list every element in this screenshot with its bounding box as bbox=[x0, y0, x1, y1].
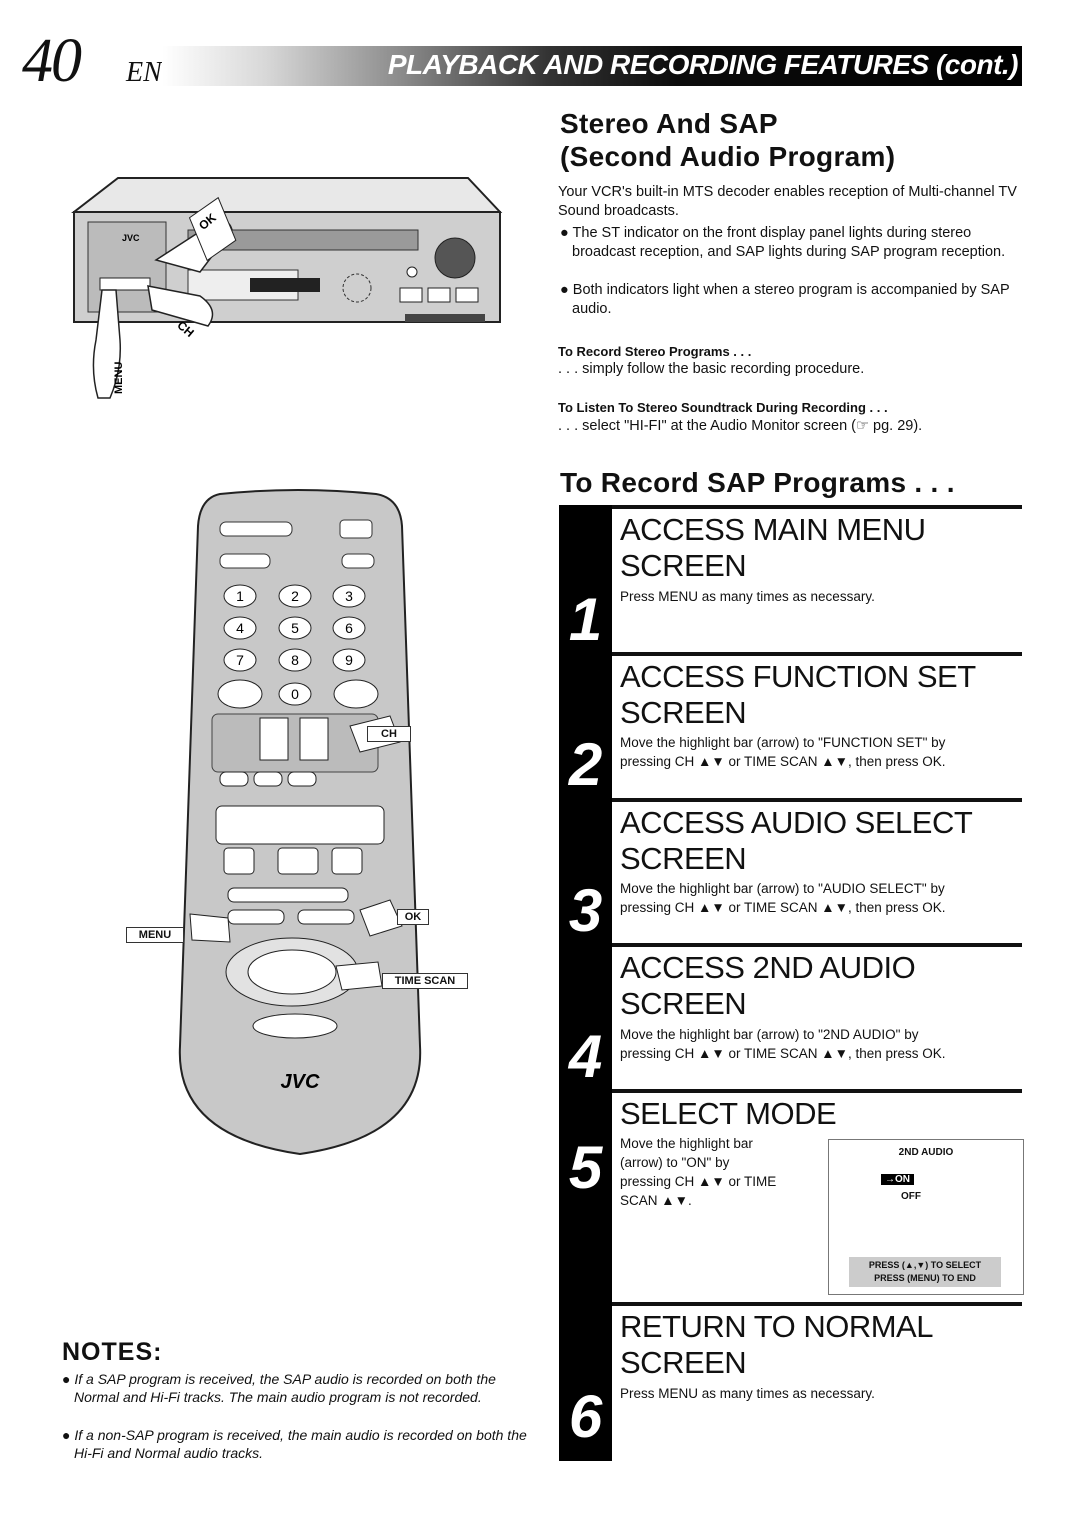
step-3-number: 3 bbox=[568, 877, 603, 944]
step-4-title-1: ACCESS 2ND AUDIO bbox=[620, 950, 916, 985]
remote-menu-label: MENU bbox=[126, 927, 184, 943]
stereo-title-1: Stereo And SAP bbox=[560, 108, 778, 139]
step-rule bbox=[612, 505, 1022, 509]
stereo-bullet-1: ● The ST indicator on the front display … bbox=[560, 225, 1006, 260]
listen-heading: To Listen To Stereo Soundtrack During Re… bbox=[558, 400, 888, 415]
step-5-title: SELECT MODE bbox=[620, 1096, 837, 1131]
stereo-intro: Your VCR's built-in MTS decoder enables … bbox=[558, 184, 1017, 219]
language-tag: EN bbox=[126, 57, 162, 88]
step-6-title-2: SCREEN bbox=[620, 1345, 747, 1380]
remote-brand: JVC bbox=[281, 1071, 320, 1093]
key-2: 2 bbox=[291, 588, 299, 604]
step-6-title-1: RETURN TO NORMAL bbox=[620, 1309, 933, 1344]
key-4: 4 bbox=[236, 620, 244, 636]
step-rule bbox=[612, 798, 1022, 802]
step-2-title-1: ACCESS FUNCTION SET bbox=[620, 659, 976, 694]
step-4-text-2: pressing CH ▲▼ or TIME SCAN ▲▼, then pre… bbox=[620, 1046, 946, 1061]
vcr-illustration: JVC OK CH MENU bbox=[71, 177, 503, 399]
step-1-title-1: ACCESS MAIN MENU bbox=[620, 512, 926, 547]
osd-off-option: OFF bbox=[901, 1191, 921, 1202]
osd-on-option: →ON bbox=[881, 1174, 914, 1185]
step-1-title-2: SCREEN bbox=[620, 548, 747, 583]
step-5-text-1: Move the highlight bar bbox=[620, 1136, 753, 1151]
header-bar bbox=[162, 46, 1022, 86]
step-5-text-2: (arrow) to "ON" by bbox=[620, 1155, 730, 1170]
step-4-number: 4 bbox=[568, 1023, 603, 1090]
stereo-title-2: (Second Audio Program) bbox=[560, 141, 896, 172]
key-7: 7 bbox=[236, 652, 244, 668]
step-2-number: 2 bbox=[568, 731, 603, 798]
key-8: 8 bbox=[291, 652, 299, 668]
step-rule bbox=[612, 652, 1022, 656]
step-1-number: 1 bbox=[568, 586, 603, 653]
note-2: ● If a non-SAP program is received, the … bbox=[62, 1427, 527, 1461]
key-1: 1 bbox=[236, 588, 244, 604]
remote-ok-label: OK bbox=[397, 909, 429, 925]
step-sidebar bbox=[559, 505, 612, 1461]
step-3-title-2: SCREEN bbox=[620, 841, 747, 876]
step-2-title-2: SCREEN bbox=[620, 695, 747, 730]
step-3-text-1: Move the highlight bar (arrow) to "AUDIO… bbox=[620, 881, 945, 896]
key-5: 5 bbox=[291, 620, 299, 636]
stereo-bullet-2: ● Both indicators light when a stereo pr… bbox=[560, 282, 1010, 317]
record-stereo-heading: To Record Stereo Programs . . . bbox=[558, 344, 752, 359]
step-6-text: Press MENU as many times as necessary. bbox=[620, 1386, 875, 1401]
step-5-text-4: SCAN ▲▼. bbox=[620, 1193, 692, 1208]
step-5-text-3: pressing CH ▲▼ or TIME bbox=[620, 1174, 777, 1189]
osd-instructions: PRESS (▲,▼) TO SELECT PRESS (MENU) TO EN… bbox=[849, 1257, 1001, 1287]
vcr-menu-label: MENU bbox=[113, 362, 125, 394]
step-6-number: 6 bbox=[568, 1383, 603, 1450]
osd-2nd-audio-screen: 2ND AUDIO →ON OFF PRESS (▲,▼) TO SELECT … bbox=[828, 1139, 1024, 1295]
section-title: PLAYBACK AND RECORDING FEATURES (cont.) bbox=[387, 49, 1019, 80]
notes-heading: NOTES: bbox=[62, 1338, 163, 1366]
step-2-text-1: Move the highlight bar (arrow) to "FUNCT… bbox=[620, 735, 946, 750]
step-1-text: Press MENU as many times as necessary. bbox=[620, 589, 875, 604]
key-3: 3 bbox=[345, 588, 353, 604]
osd-title: 2ND AUDIO bbox=[898, 1147, 954, 1158]
step-2-text-2: pressing CH ▲▼ or TIME SCAN ▲▼, then pre… bbox=[620, 754, 946, 769]
remote-time-scan-label: TIME SCAN bbox=[382, 973, 468, 989]
listen-text: . . . select "HI-FI" at the Audio Monito… bbox=[558, 418, 923, 434]
key-6: 6 bbox=[345, 620, 353, 636]
step-4-text-1: Move the highlight bar (arrow) to "2ND A… bbox=[620, 1027, 919, 1042]
record-stereo-text: . . . simply follow the basic recording … bbox=[558, 361, 865, 377]
step-3-text-2: pressing CH ▲▼ or TIME SCAN ▲▼, then pre… bbox=[620, 900, 946, 915]
remote-ch-label: CH bbox=[367, 726, 411, 742]
remote-illustration: 1 2 3 4 5 6 7 8 9 0 JVC bbox=[178, 489, 422, 1156]
page-number: 40 bbox=[22, 27, 82, 95]
step-5-number: 5 bbox=[568, 1134, 603, 1201]
note-1: ● If a SAP program is received, the SAP … bbox=[62, 1371, 496, 1405]
step-rule bbox=[612, 943, 1022, 947]
step-3-title-1: ACCESS AUDIO SELECT bbox=[620, 805, 973, 840]
sap-title: To Record SAP Programs . . . bbox=[560, 467, 955, 498]
step-4-title-2: SCREEN bbox=[620, 986, 747, 1021]
step-rule bbox=[612, 1302, 1022, 1306]
key-0: 0 bbox=[291, 686, 299, 702]
vcr-brand: JVC bbox=[122, 233, 140, 243]
step-rule bbox=[612, 1089, 1022, 1093]
key-9: 9 bbox=[345, 652, 353, 668]
